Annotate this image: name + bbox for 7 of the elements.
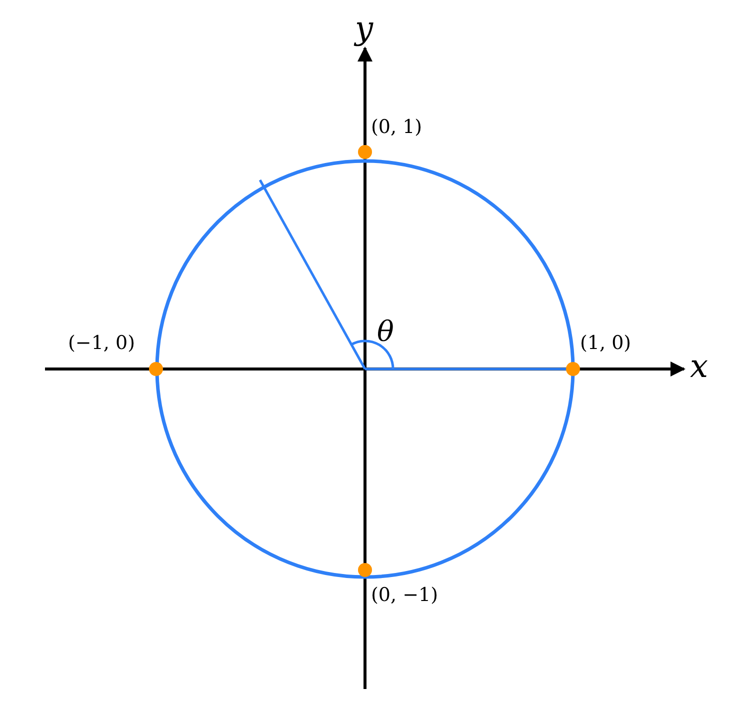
point-label: (1, 0) <box>580 334 632 353</box>
point-label: (0, 1) <box>371 118 422 137</box>
point-label: (−1, 0) <box>68 334 136 353</box>
angle-label: θ <box>377 318 394 346</box>
point-label: (0, −1) <box>371 586 438 605</box>
axis-label: y <box>355 12 374 44</box>
axis-label: x <box>690 350 708 382</box>
